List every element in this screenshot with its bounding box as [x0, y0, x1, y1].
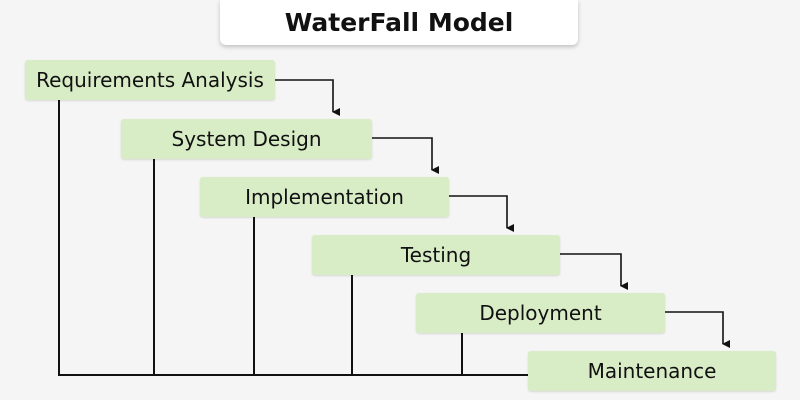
step-implementation: Implementation: [200, 177, 449, 217]
step-system-design: System Design: [121, 119, 372, 159]
arrow-testing-to-deployment: [560, 253, 628, 290]
step-maintenance: Maintenance: [528, 351, 776, 391]
step-deployment: Deployment: [416, 293, 665, 333]
arrow-implementation-to-testing: [449, 195, 514, 232]
arrow-system-design-to-implementation: [372, 137, 439, 174]
arrow-deployment-to-maintenance: [665, 311, 730, 348]
step-requirements-analysis: Requirements Analysis: [25, 60, 275, 100]
arrow-requirements-to-system-design: [275, 79, 340, 116]
diagram-title: WaterFall Model: [220, 0, 578, 45]
step-testing: Testing: [312, 235, 560, 275]
